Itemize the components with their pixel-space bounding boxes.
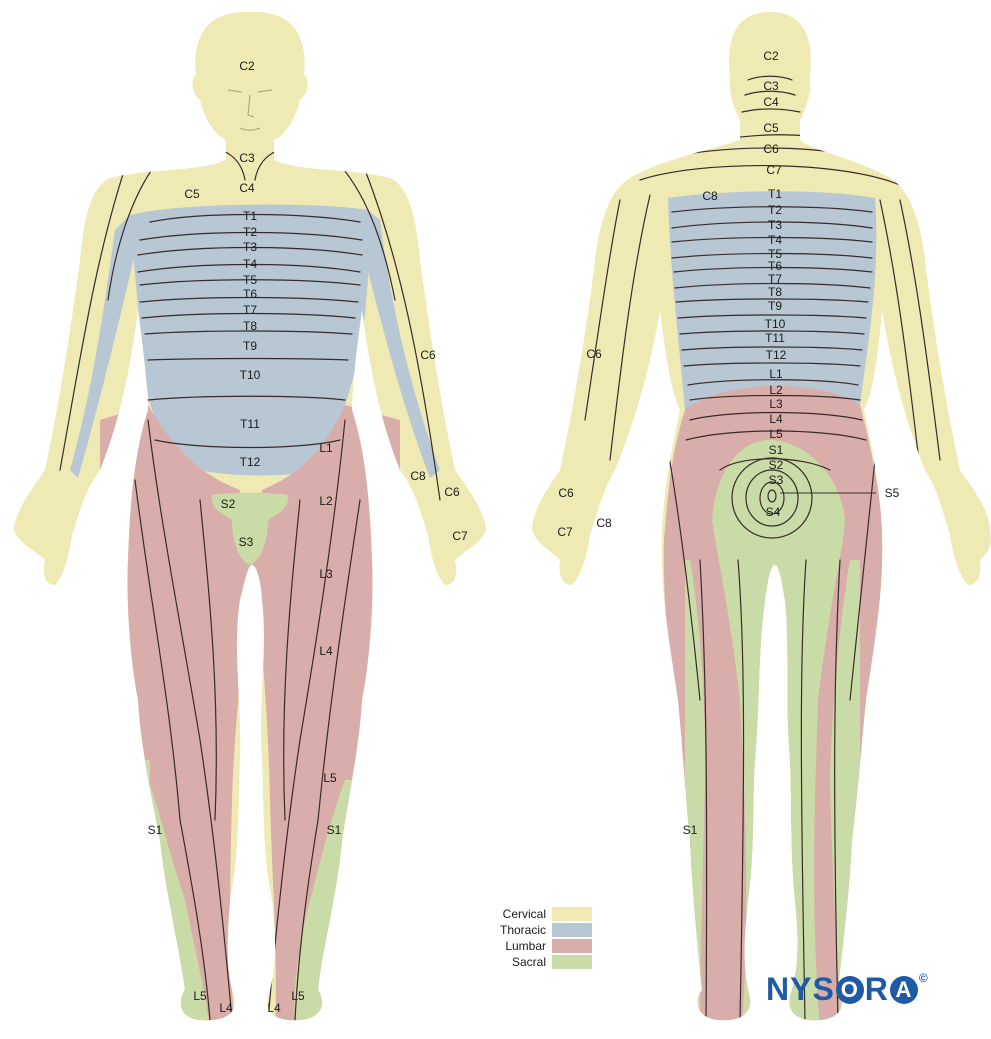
- front-label-t4: T4: [243, 257, 257, 271]
- front-label-c3: C3: [239, 151, 255, 165]
- back-label-s5: S5: [885, 486, 900, 500]
- legend-label-thoracic: Thoracic: [500, 923, 546, 937]
- front-label-l4: L4: [219, 1001, 233, 1015]
- back-label-s2: S2: [769, 458, 784, 472]
- front-label-c4: C4: [239, 181, 255, 195]
- legend-row-sacral: Sacral: [462, 954, 592, 970]
- front-label-t8: T8: [243, 319, 257, 333]
- back-label-s3: S3: [769, 473, 784, 487]
- back-label-c7: C7: [557, 525, 573, 539]
- legend-swatch-sacral: [552, 955, 592, 969]
- front-label-l3: L3: [319, 567, 333, 581]
- back-label-l1: L1: [769, 367, 783, 381]
- legend: Cervical Thoracic Lumbar Sacral: [462, 906, 592, 970]
- front-label-l5: L5: [323, 771, 337, 785]
- back-view: [500, 0, 991, 1034]
- back-label-c7: C7: [766, 163, 782, 177]
- front-label-t7: T7: [243, 303, 257, 317]
- front-label-c7: C7: [452, 529, 468, 543]
- back-label-l4: L4: [769, 412, 783, 426]
- front-label-t2: T2: [243, 225, 257, 239]
- back-label-l2: L2: [769, 383, 783, 397]
- front-label-t5: T5: [243, 273, 257, 287]
- back-label-l5: L5: [769, 427, 783, 441]
- logo-text: NYS: [766, 971, 835, 1007]
- front-label-l5: L5: [193, 989, 207, 1003]
- back-label-c6: C6: [586, 347, 602, 361]
- back-label-s4: S4: [766, 505, 781, 519]
- front-label-s2: S2: [221, 497, 236, 511]
- back-label-c6: C6: [763, 142, 779, 156]
- front-label-l1: L1: [319, 441, 333, 455]
- front-label-l4: L4: [267, 1001, 281, 1015]
- logo-a: A: [890, 976, 918, 1004]
- legend-label-lumbar: Lumbar: [505, 939, 546, 953]
- front-label-t9: T9: [243, 339, 257, 353]
- back-label-t10: T10: [765, 317, 786, 331]
- front-label-t3: T3: [243, 240, 257, 254]
- front-label-t10: T10: [240, 368, 261, 382]
- back-label-c2: C2: [763, 49, 779, 63]
- back-label-l3: L3: [769, 397, 783, 411]
- front-label-s3: S3: [239, 535, 254, 549]
- legend-label-sacral: Sacral: [512, 955, 546, 969]
- legend-swatch-cervical: [552, 907, 592, 921]
- front-label-c6: C6: [444, 485, 460, 499]
- front-label-c6: C6: [420, 348, 436, 362]
- back-label-t7: T7: [768, 272, 782, 286]
- back-label-c8: C8: [596, 516, 612, 530]
- back-label-t12: T12: [766, 348, 787, 362]
- front-label-t1: T1: [243, 209, 257, 223]
- back-label-c8: C8: [702, 189, 718, 203]
- back-label-c6: C6: [558, 486, 574, 500]
- back-label-t8: T8: [768, 285, 782, 299]
- logo-r: R: [865, 971, 889, 1007]
- back-label-t11: T11: [765, 331, 785, 345]
- legend-row-thoracic: Thoracic: [462, 922, 592, 938]
- front-label-c2: C2: [239, 59, 255, 73]
- front-label-t12: T12: [240, 455, 261, 469]
- legend-swatch-lumbar: [552, 939, 592, 953]
- front-label-c5: C5: [184, 187, 200, 201]
- copyright-symbol: ©: [919, 971, 929, 985]
- legend-swatch-thoracic: [552, 923, 592, 937]
- legend-row-cervical: Cervical: [462, 906, 592, 922]
- logo-o: O: [836, 976, 864, 1004]
- back-label-c4: C4: [763, 95, 779, 109]
- front-label-t11: T11: [240, 417, 260, 431]
- back-label-s1: S1: [683, 823, 698, 837]
- front-label-s1: S1: [327, 823, 342, 837]
- front-label-l5: L5: [291, 989, 305, 1003]
- back-label-t1: T1: [768, 187, 782, 201]
- back-label-t4: T4: [768, 233, 782, 247]
- front-label-s1: S1: [148, 823, 163, 837]
- back-label-c5: C5: [763, 121, 779, 135]
- front-label-l4: L4: [319, 644, 333, 658]
- back-label-t2: T2: [768, 203, 782, 217]
- front-label-l2: L2: [319, 494, 333, 508]
- back-label-t3: T3: [768, 218, 782, 232]
- back-label-s1: S1: [769, 443, 784, 457]
- back-label-t9: T9: [768, 299, 782, 313]
- back-label-t6: T6: [768, 259, 782, 273]
- legend-label-cervical: Cervical: [503, 907, 546, 921]
- front-label-t6: T6: [243, 287, 257, 301]
- legend-row-lumbar: Lumbar: [462, 938, 592, 954]
- back-label-c3: C3: [763, 79, 779, 93]
- front-label-c8: C8: [410, 469, 426, 483]
